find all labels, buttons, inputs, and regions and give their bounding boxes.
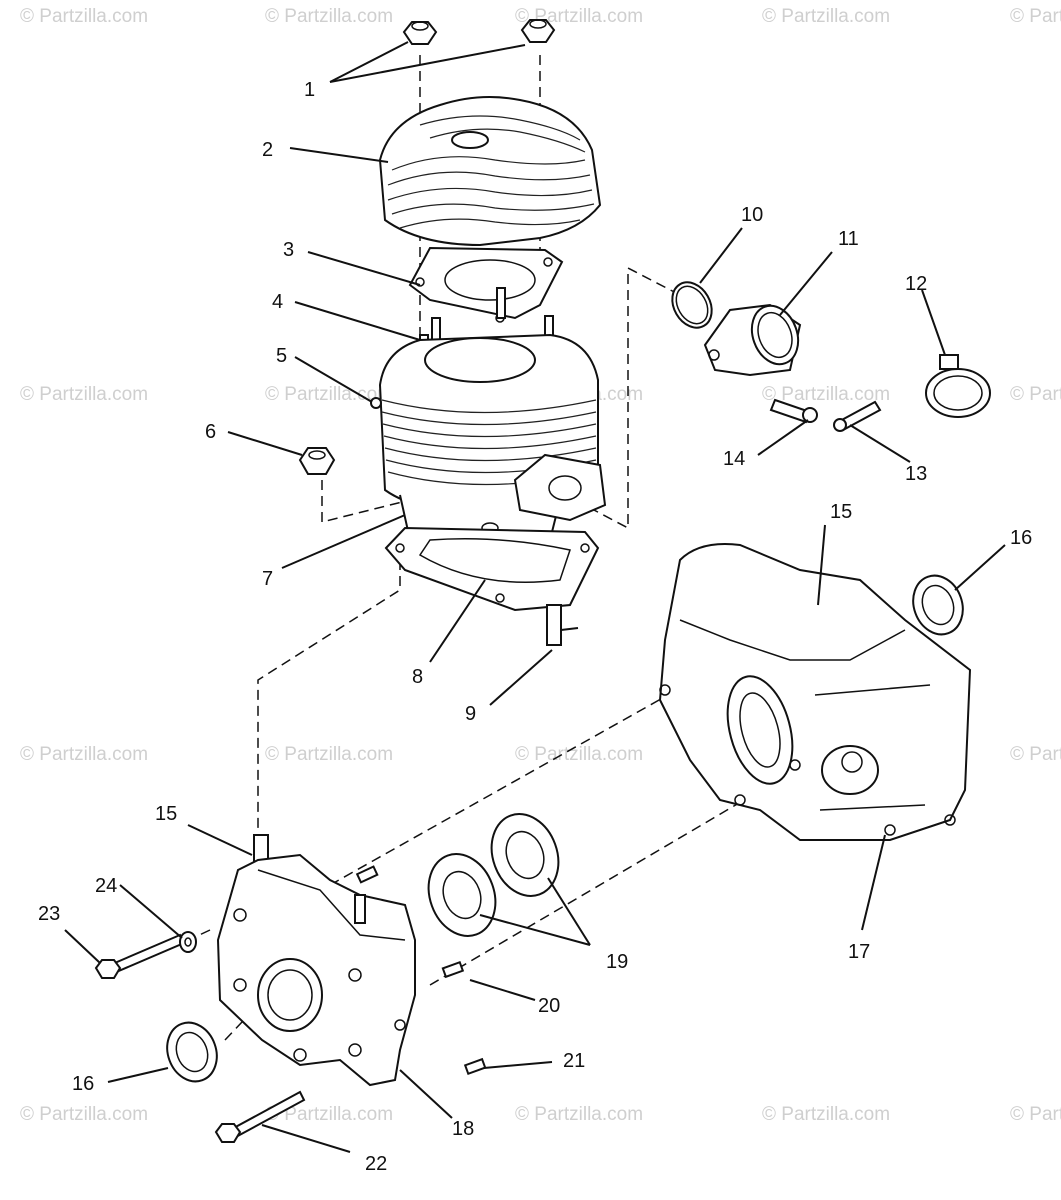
callout-18: 18 — [452, 1118, 474, 1140]
watermark-4: © Partzilla.com — [762, 6, 890, 27]
callout-19: 19 — [606, 951, 628, 973]
callout-8: 8 — [412, 666, 423, 688]
base-gasket — [384, 526, 600, 612]
intake-flange — [703, 303, 802, 377]
callout-1: 1 — [304, 79, 315, 101]
callout-4: 4 — [272, 291, 283, 313]
crankcase-right-half — [658, 543, 972, 841]
crankshaft-bearings — [427, 813, 560, 937]
callout-10: 10 — [741, 204, 763, 226]
leader-lines — [64, 41, 1006, 1153]
crankcase-bolts — [94, 933, 306, 1143]
callout-22: 22 — [365, 1153, 387, 1175]
watermark-15: © Partzilla.com — [1010, 744, 1061, 765]
head-gasket — [408, 246, 564, 323]
callout-16-right: 16 — [1010, 527, 1032, 549]
callout-15-right: 15 — [830, 501, 852, 523]
callout-20: 20 — [538, 995, 560, 1017]
watermark-12: © Partzilla.com — [265, 744, 393, 765]
watermark-6: © Partzilla.com — [20, 384, 148, 405]
callout-16-left: 16 — [72, 1073, 94, 1095]
watermark-9: © Partzilla.com — [762, 384, 890, 405]
callout-labels: 1 2 3 4 5 6 7 8 9 10 11 12 13 14 15 16 1… — [38, 79, 1032, 1175]
cylinder-head — [378, 95, 602, 247]
oil-seal-left — [166, 1021, 218, 1083]
watermark-17: © Partzilla.com — [265, 1104, 393, 1125]
callout-24: 24 — [95, 875, 117, 897]
watermark-11: © Partzilla.com — [20, 744, 148, 765]
callout-3: 3 — [283, 239, 294, 261]
callout-17: 17 — [848, 941, 870, 963]
crankcase-dowels — [355, 865, 487, 1076]
small-fitting — [370, 397, 382, 409]
callout-21: 21 — [563, 1050, 585, 1072]
callout-14: 14 — [723, 448, 745, 470]
callout-7: 7 — [262, 568, 273, 590]
oil-seal-right — [912, 574, 964, 636]
crankcase-left-half — [216, 853, 416, 1087]
callout-2: 2 — [262, 139, 273, 161]
watermark-16: © Partzilla.com — [20, 1104, 148, 1125]
watermark-10: © Partzilla.com — [1010, 384, 1061, 405]
callout-13: 13 — [905, 463, 927, 485]
callout-12: 12 — [905, 273, 927, 295]
watermark-18: © Partzilla.com — [515, 1104, 643, 1125]
callout-15-left: 15 — [155, 803, 177, 825]
callout-11: 11 — [838, 228, 859, 250]
cylinder — [378, 333, 607, 551]
watermark-2: © Partzilla.com — [265, 6, 393, 27]
callout-23: 23 — [38, 903, 60, 925]
watermark-13: © Partzilla.com — [515, 744, 643, 765]
watermark-7: © Partzilla.com — [265, 384, 393, 405]
cylinder-head-nuts — [402, 19, 556, 45]
callout-9: 9 — [465, 703, 476, 725]
dowel-pin — [546, 604, 579, 646]
exhaust-nut — [298, 447, 336, 475]
hose-clamp — [925, 354, 991, 418]
callout-6: 6 — [205, 421, 216, 443]
watermark-19: © Partzilla.com — [762, 1104, 890, 1125]
watermark-20: © Partzilla.com — [1010, 1104, 1061, 1125]
washer — [179, 931, 197, 953]
o-ring — [671, 281, 713, 329]
watermark-1: © Partzilla.com — [20, 6, 148, 27]
watermark-5: © Partzilla.com — [1010, 6, 1061, 27]
callout-5: 5 — [276, 345, 287, 367]
